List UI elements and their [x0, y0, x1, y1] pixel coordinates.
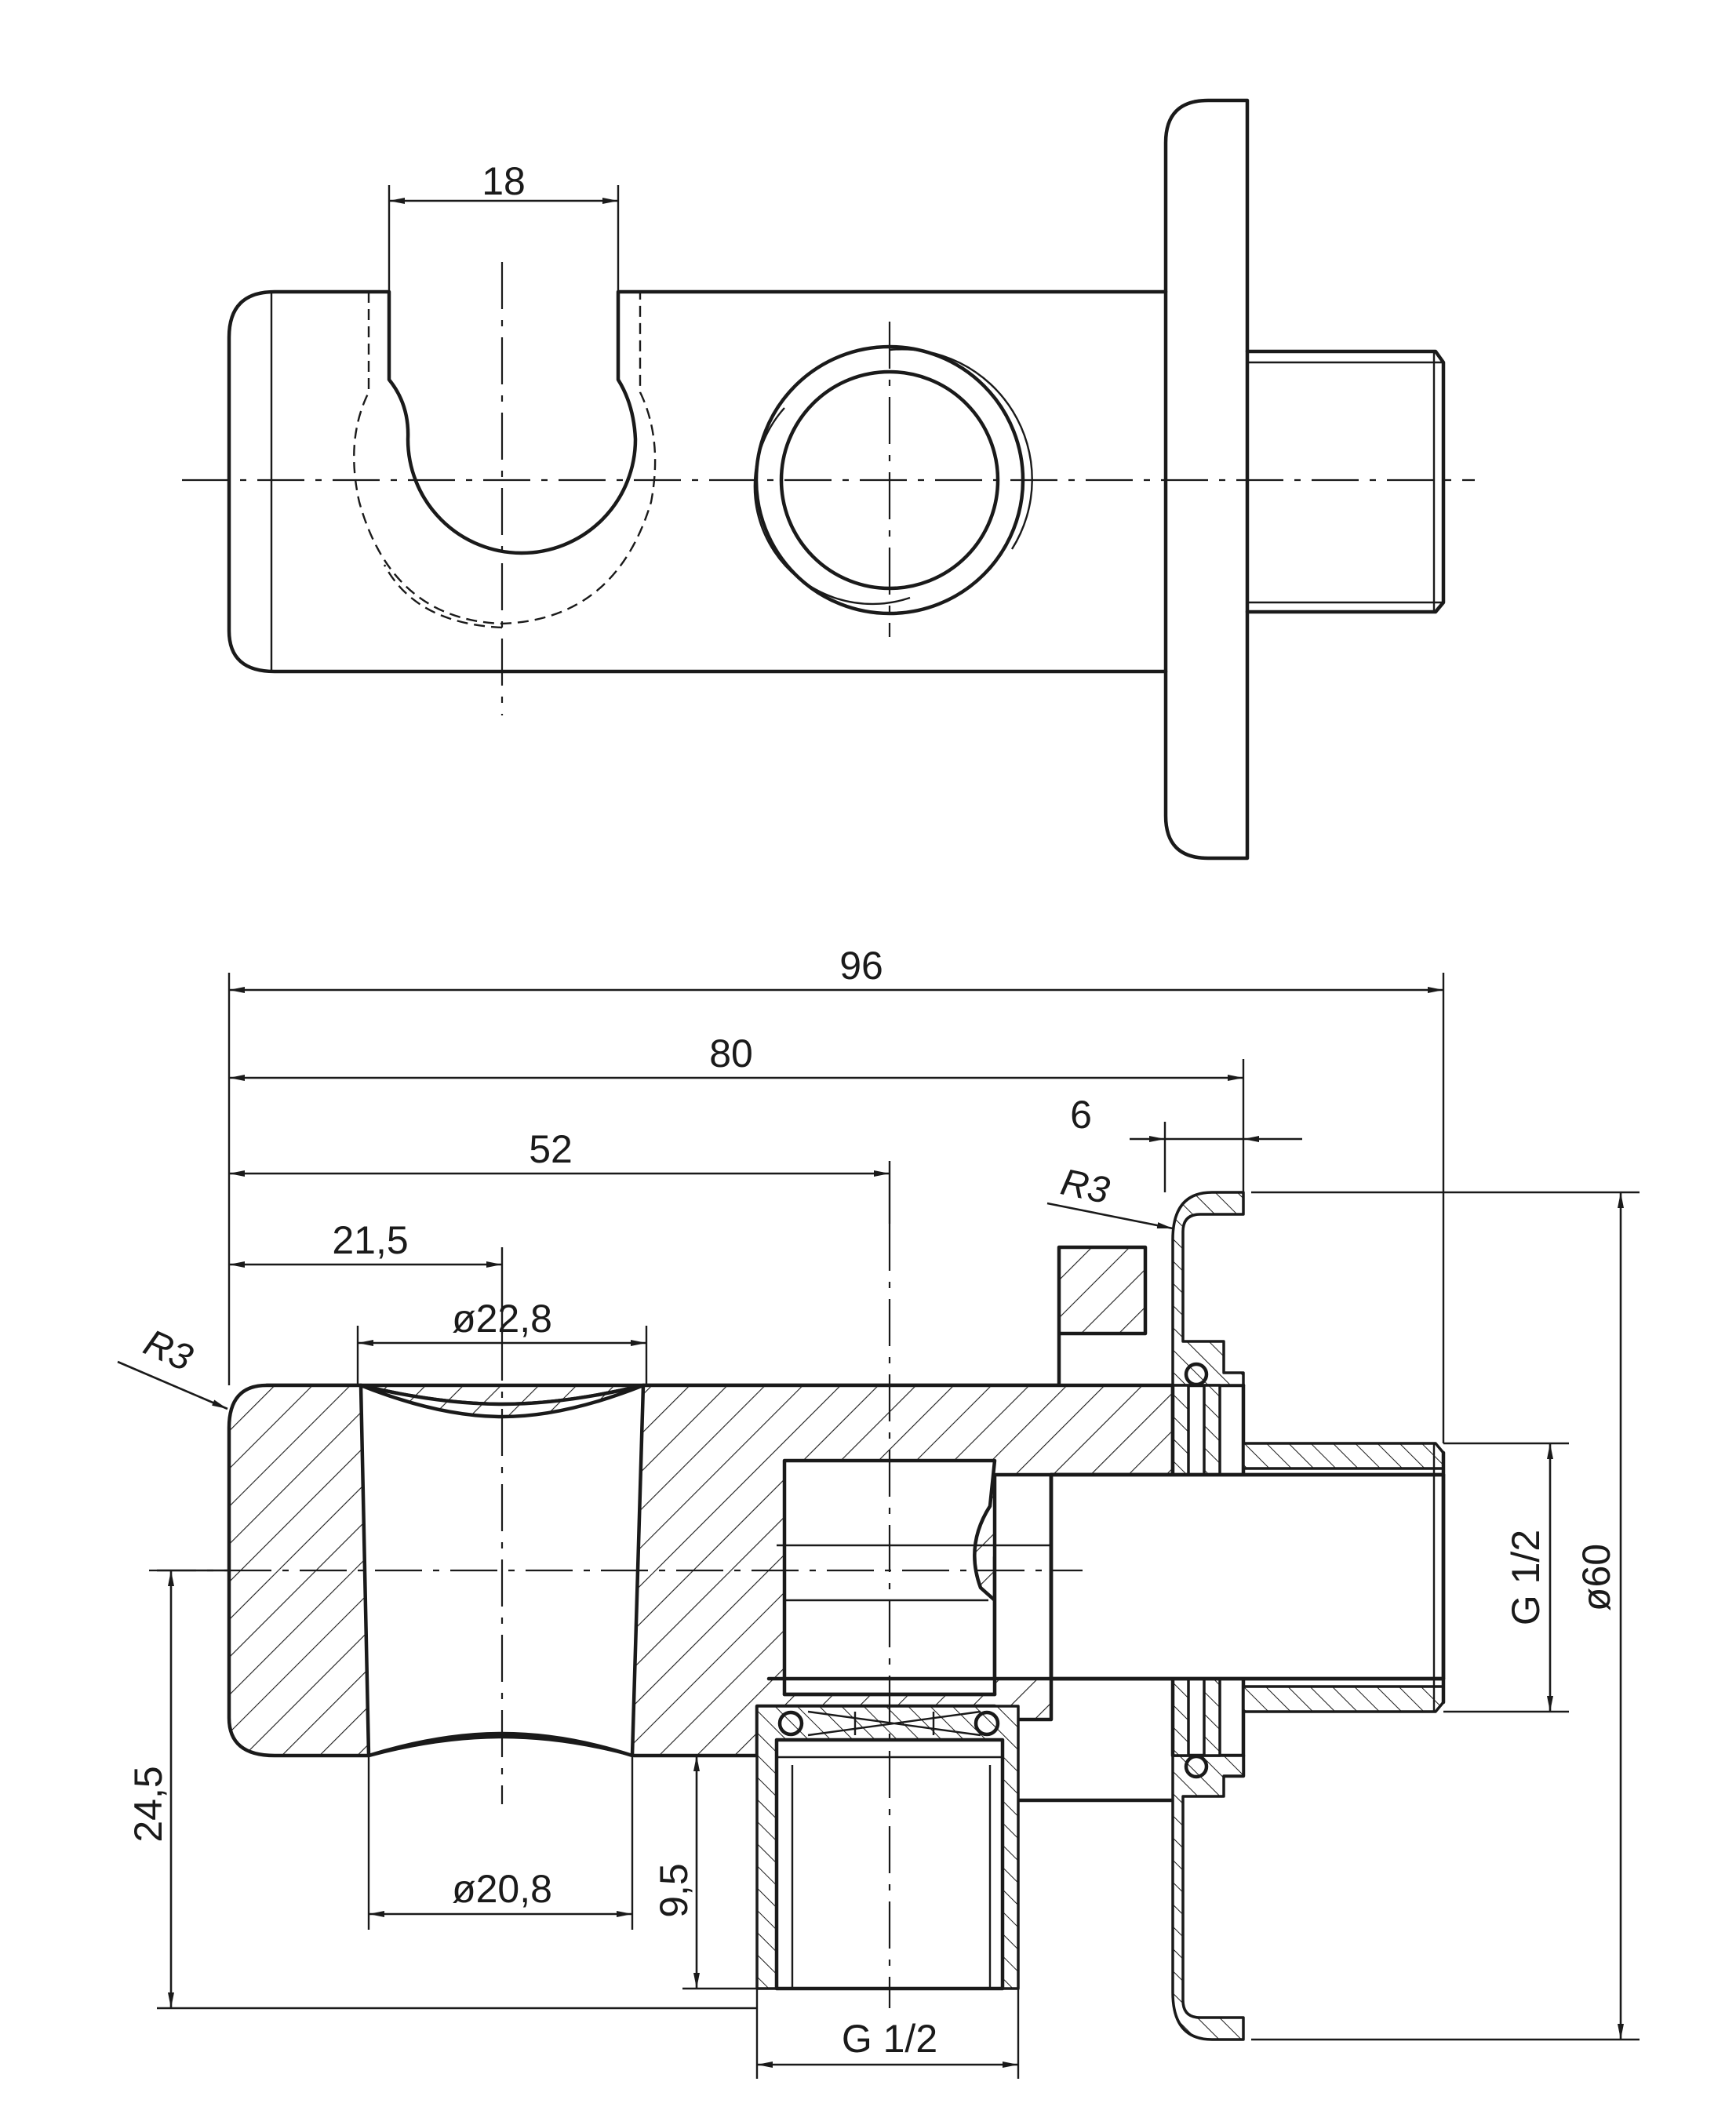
dim-flange-diameter: ø60: [1574, 1544, 1618, 1611]
section-inlet-nipple: [1242, 1442, 1445, 1470]
dim-hole-center: 21,5: [332, 1218, 408, 1262]
dim-center-offset: 52: [529, 1127, 573, 1171]
dim-radius-flange: R3: [1057, 1162, 1113, 1213]
section-flange: [1171, 1191, 1245, 1387]
top-flange: [1163, 98, 1250, 861]
dim-height-center: 24,5: [126, 1766, 170, 1842]
dim-slot-width: 18: [482, 159, 526, 203]
section-view: 96 80 6 R3 52 21,5 R3 ø22,8 ø20,8: [117, 944, 1640, 2079]
dim-body-length: 80: [709, 1032, 753, 1075]
dim-overall-length: 96: [839, 944, 883, 988]
dim-bore-top: ø22,8: [452, 1297, 552, 1341]
dim-outlet-thread: G 1/2: [842, 2017, 937, 2061]
dim-radius-body: R3: [137, 1322, 198, 1379]
dim-bore-bottom: ø20,8: [452, 1867, 552, 1911]
top-body: [227, 289, 1168, 674]
dim-outlet-depth: 9,5: [652, 1863, 696, 1918]
top-inlet-nipple: [1245, 349, 1446, 614]
dim-inlet-thread: G 1/2: [1504, 1530, 1548, 1625]
top-view: 18: [182, 98, 1475, 861]
dim-flange-thickness: 6: [1070, 1093, 1092, 1137]
